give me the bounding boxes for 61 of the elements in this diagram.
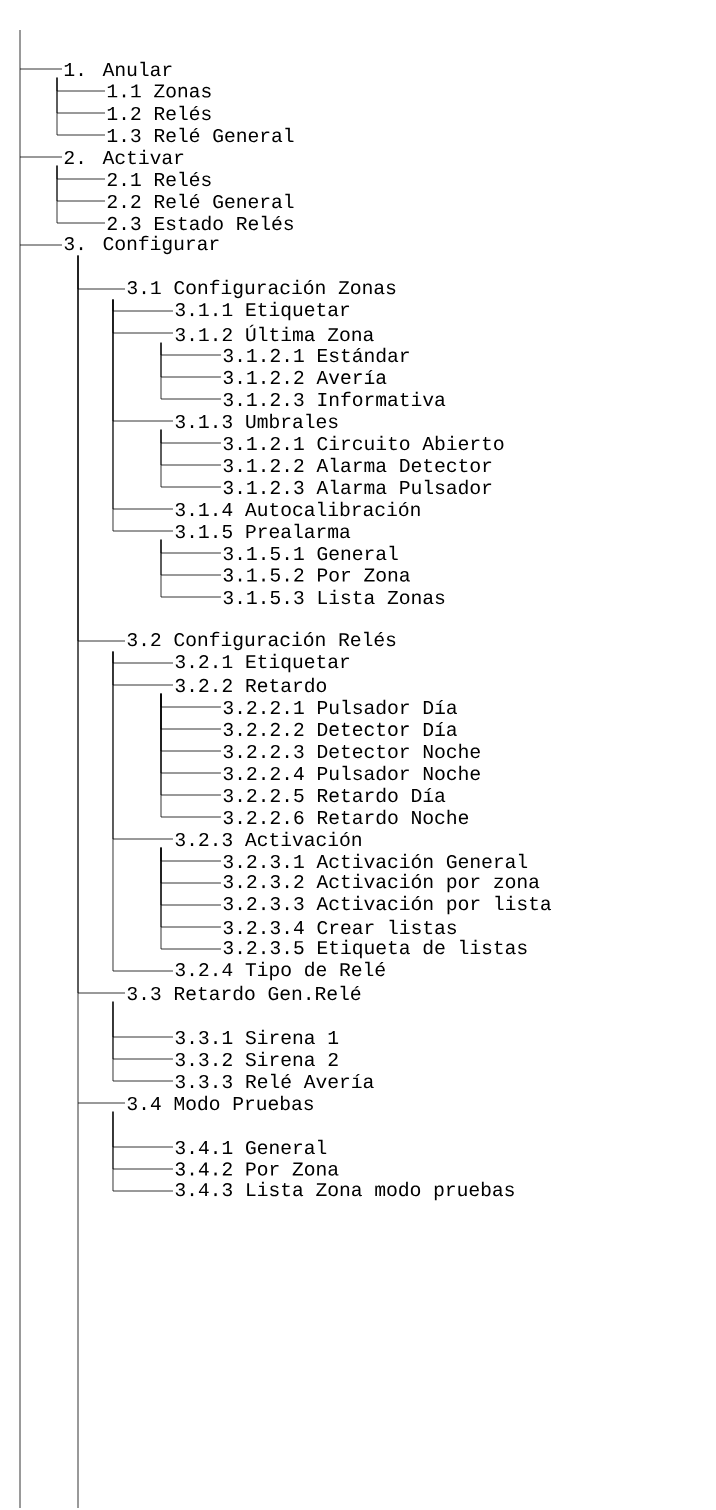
menu-item: 3.1.5.2 Por Zona	[223, 568, 410, 582]
menu-item: 3.1.5 Prealarma	[175, 523, 351, 539]
menu-item: 3.2.3.2 Activación por zona	[223, 873, 540, 893]
menu-item: 1.2 Relés	[107, 105, 211, 121]
tree-connector	[160, 539, 222, 598]
menu-item: 2.1 Relés	[107, 171, 211, 187]
menu-item: 1.3 Relé General	[107, 127, 294, 143]
tree-connector	[160, 847, 222, 950]
menu-item: 3.1.2.1 Estándar	[223, 347, 409, 363]
tree-connector	[160, 342, 222, 400]
menu-item: 3.2.3.3 Activación por lista	[223, 895, 551, 915]
menu-item: 3.1.3 Umbrales	[175, 413, 338, 429]
menu-item: 3.2.4 Tipo de Relé	[175, 961, 385, 981]
tree-connector	[56, 77, 106, 136]
tree-connector	[19, 156, 63, 158]
menu-item: 3.1.2.2 Alarma Detector	[223, 457, 492, 473]
menu-item: 3.1.5.3 Lista Zonas	[223, 589, 445, 605]
menu-item: 3.2.3.4 Crear listas	[223, 919, 456, 935]
menu-item: 3.4.2 Por Zona	[175, 1162, 339, 1176]
menu-item: 3.2.2.4 Pulsador Noche	[223, 765, 480, 781]
menu-item: 2.3 Estado Relés	[107, 215, 293, 231]
menu-item: 2.2 Relé General	[107, 193, 294, 209]
tree-connector	[19, 68, 63, 70]
menu-item: 3.2.2.6 Retardo Noche	[223, 809, 469, 825]
menu-item: 3.2.2.1 Pulsador Día	[223, 699, 457, 715]
menu-item: 3.4 Modo Pruebas	[127, 1095, 313, 1111]
menu-item: 3.4.3 Lista Zona modo pruebas	[175, 1181, 514, 1201]
menu-item: 3.1.2.3 Informativa	[223, 391, 446, 407]
tree-connector	[56, 165, 106, 224]
menu-item: 3.2.3 Activación	[175, 831, 361, 847]
tree-connector	[112, 1001, 174, 1082]
menu-item: 3.1.4 Autocalibración	[175, 501, 420, 517]
tree-connector	[160, 429, 222, 488]
menu-item: 3.2.2.3 Detector Noche	[223, 743, 480, 759]
menu-item: 3.1.2.2 Avería	[223, 369, 387, 385]
tree-connector	[112, 1111, 174, 1192]
menu-item: 3.1.2.3 Alarma Pulsador	[223, 479, 492, 495]
menu-item: 3.1.1 Etiquetar	[175, 301, 350, 321]
tree-connector	[19, 244, 63, 246]
menu-item: 3.2.2 Retardo	[175, 677, 327, 693]
menu-item: 3.2.2.5 Retardo Día	[223, 787, 446, 803]
menu-item: 3.4.1 General	[175, 1139, 327, 1155]
menu-item: 3.3.2 Sirena 2	[175, 1051, 338, 1067]
menu-item: 3.2 Configuración Relés	[127, 631, 396, 651]
menu-item: 1.1 Zonas	[107, 84, 211, 98]
menu-item: 3.2.3.5 Etiqueta de listas	[223, 939, 527, 959]
tree-connector	[160, 693, 222, 818]
menu-item: 3.2.2.2 Detector Día	[223, 721, 457, 737]
menu-item: 3. Configurar	[64, 235, 219, 255]
menu-item: 3.1.5.1 General	[223, 545, 398, 561]
menu-item: 2. Activar	[64, 149, 184, 165]
menu-item: 3.3.1 Sirena 1	[175, 1029, 339, 1045]
menu-item: 3.1.2.1 Circuito Abierto	[223, 435, 504, 451]
tree-connector	[112, 651, 174, 972]
menu-item: 3.1 Configuración Zonas	[127, 279, 396, 299]
menu-item: 3.2.3.1 Activación General	[223, 853, 528, 869]
menu-item: 3.2.1 Etiquetar	[175, 653, 350, 673]
menu-item: 3.3.3 Relé Avería	[175, 1073, 374, 1089]
menu-item: 3.1.2 Última Zona	[175, 324, 374, 342]
menu-item: 3.3 Retardo Gen.Relé	[127, 985, 361, 1001]
menu-item: 1. Anular	[64, 61, 172, 77]
